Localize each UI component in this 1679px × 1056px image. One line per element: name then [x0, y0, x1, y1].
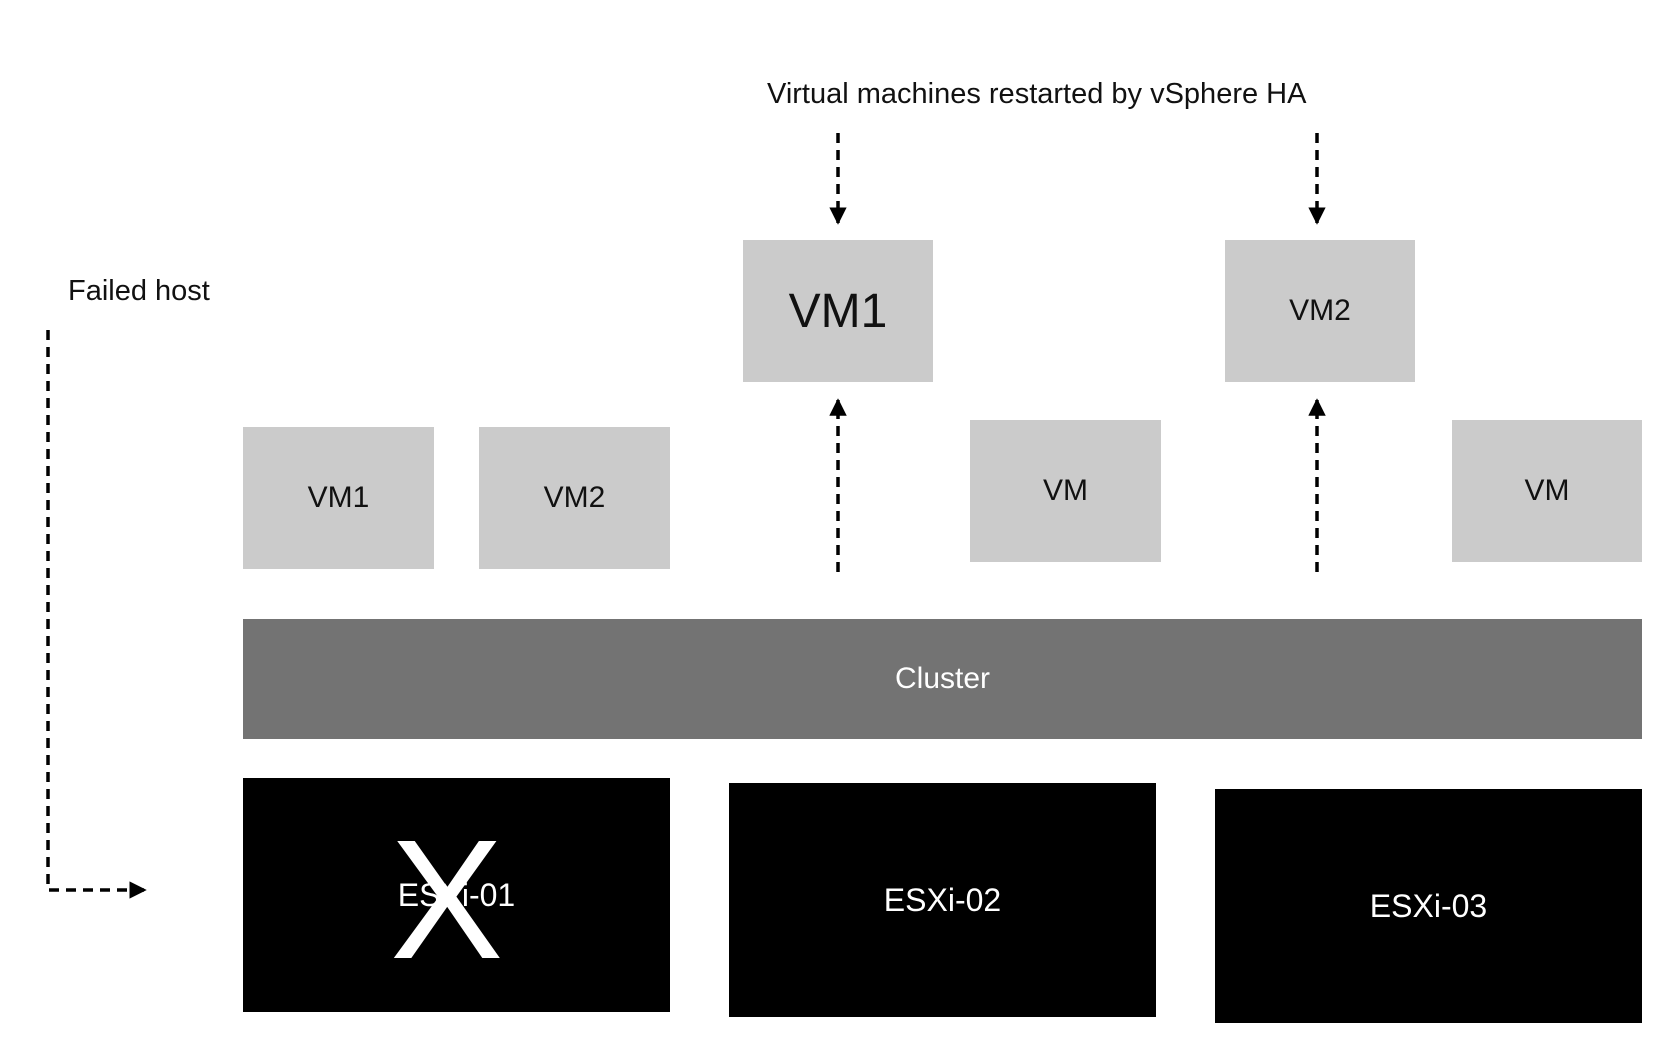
host-esxi-01-label: ESXi-01 [397, 876, 516, 913]
arrow-failed-host [46, 330, 147, 899]
vm1-box: VM1 [243, 427, 434, 569]
failed-x-mark: X [390, 805, 504, 995]
failed-host-caption: Failed host [68, 275, 210, 307]
vm2-box: VM2 [479, 427, 670, 569]
host-esxi-01: ESXi-01 [243, 778, 670, 1012]
restarted-vm2-box: VM2 [1225, 240, 1415, 382]
host-esxi-02-label: ESXi-02 [883, 881, 1002, 918]
cluster-bar: Cluster [243, 619, 1642, 739]
restart-caption: Virtual machines restarted by vSphere HA [767, 78, 1307, 110]
vm-box-esxi03: VM [1452, 420, 1642, 562]
host-esxi-02: ESXi-02 [729, 783, 1156, 1017]
vm-box-esxi02: VM [970, 420, 1161, 562]
restarted-vm1-box: VM1 [743, 240, 933, 382]
host-esxi-03: ESXi-03 [1215, 789, 1642, 1023]
host-esxi-03-label: ESXi-03 [1369, 887, 1488, 924]
